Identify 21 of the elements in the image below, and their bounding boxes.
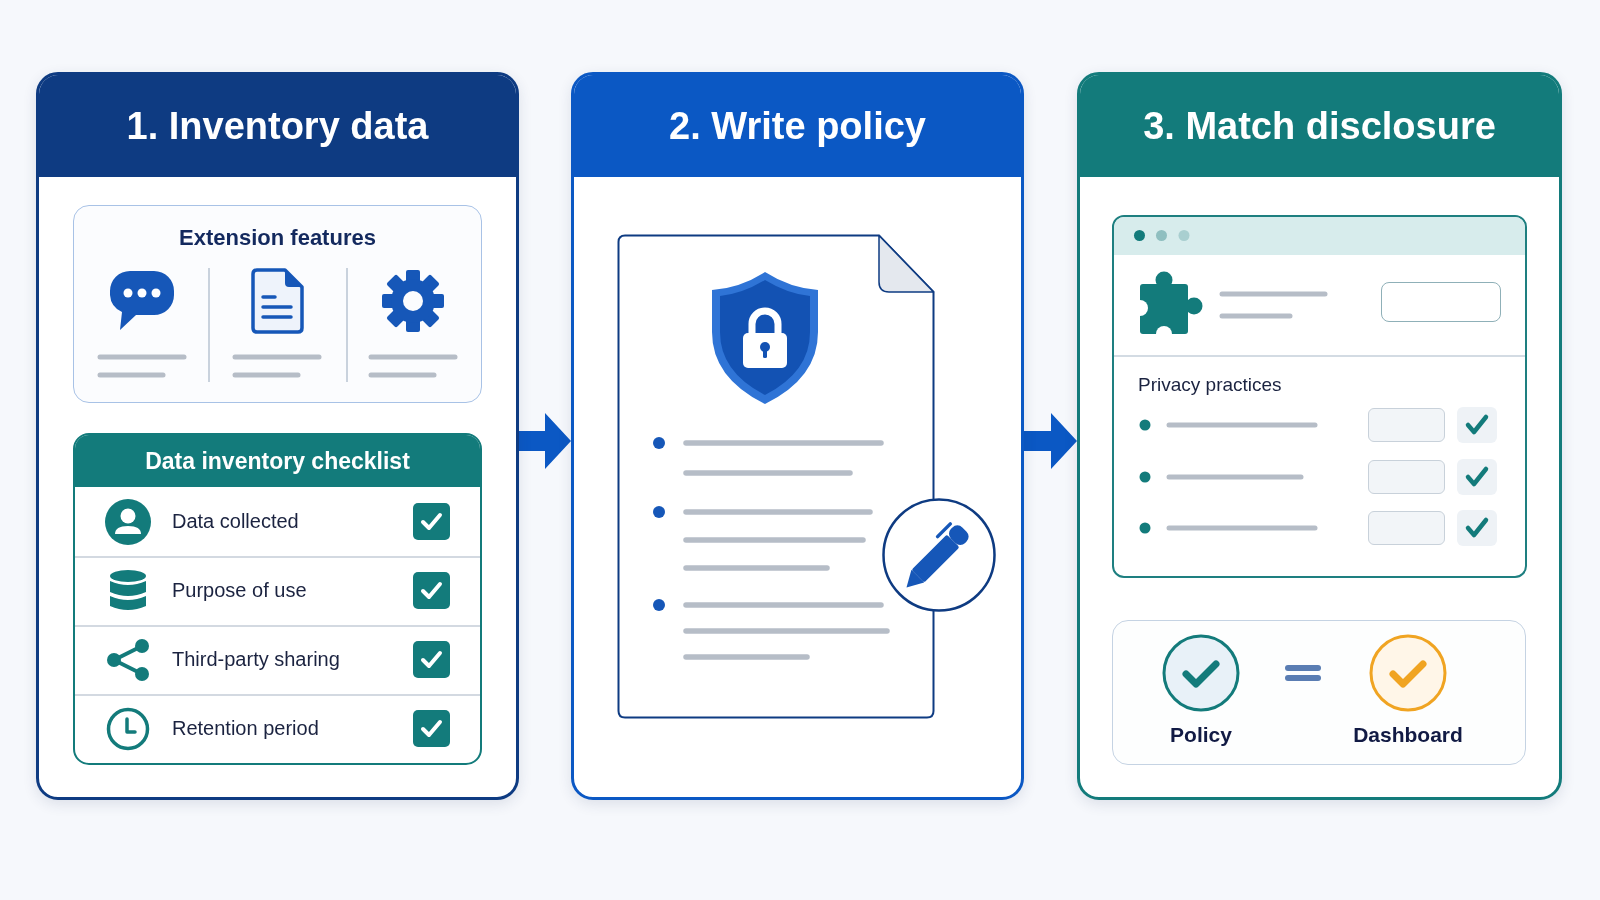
checklist-item-label: Third-party sharing [172, 647, 340, 672]
features-card [73, 205, 482, 403]
checklist-card [73, 433, 482, 765]
arrow [519, 413, 571, 469]
step-panel [1077, 72, 1562, 800]
panel-title: 1. Inventory data [126, 107, 429, 145]
panel-title: 2. Write policy [669, 107, 926, 145]
checklist-item-label: Retention period [172, 716, 319, 741]
checklist-item-label: Data collected [172, 509, 299, 534]
step-panel [36, 72, 519, 800]
comparison-label: Dashboard [1353, 722, 1463, 748]
comparison-label: Policy [1170, 722, 1232, 748]
checklist-title: Data inventory checklist [145, 449, 410, 473]
checklist-item-label: Purpose of use [172, 578, 307, 603]
section-label: Privacy practices [1138, 373, 1282, 397]
card-title: Extension features [179, 224, 376, 252]
step-panel [571, 72, 1024, 800]
panel-title: 3. Match disclosure [1143, 107, 1496, 145]
comparison-card [1112, 620, 1526, 765]
arrow [1024, 413, 1077, 469]
browser-window [1112, 215, 1527, 578]
